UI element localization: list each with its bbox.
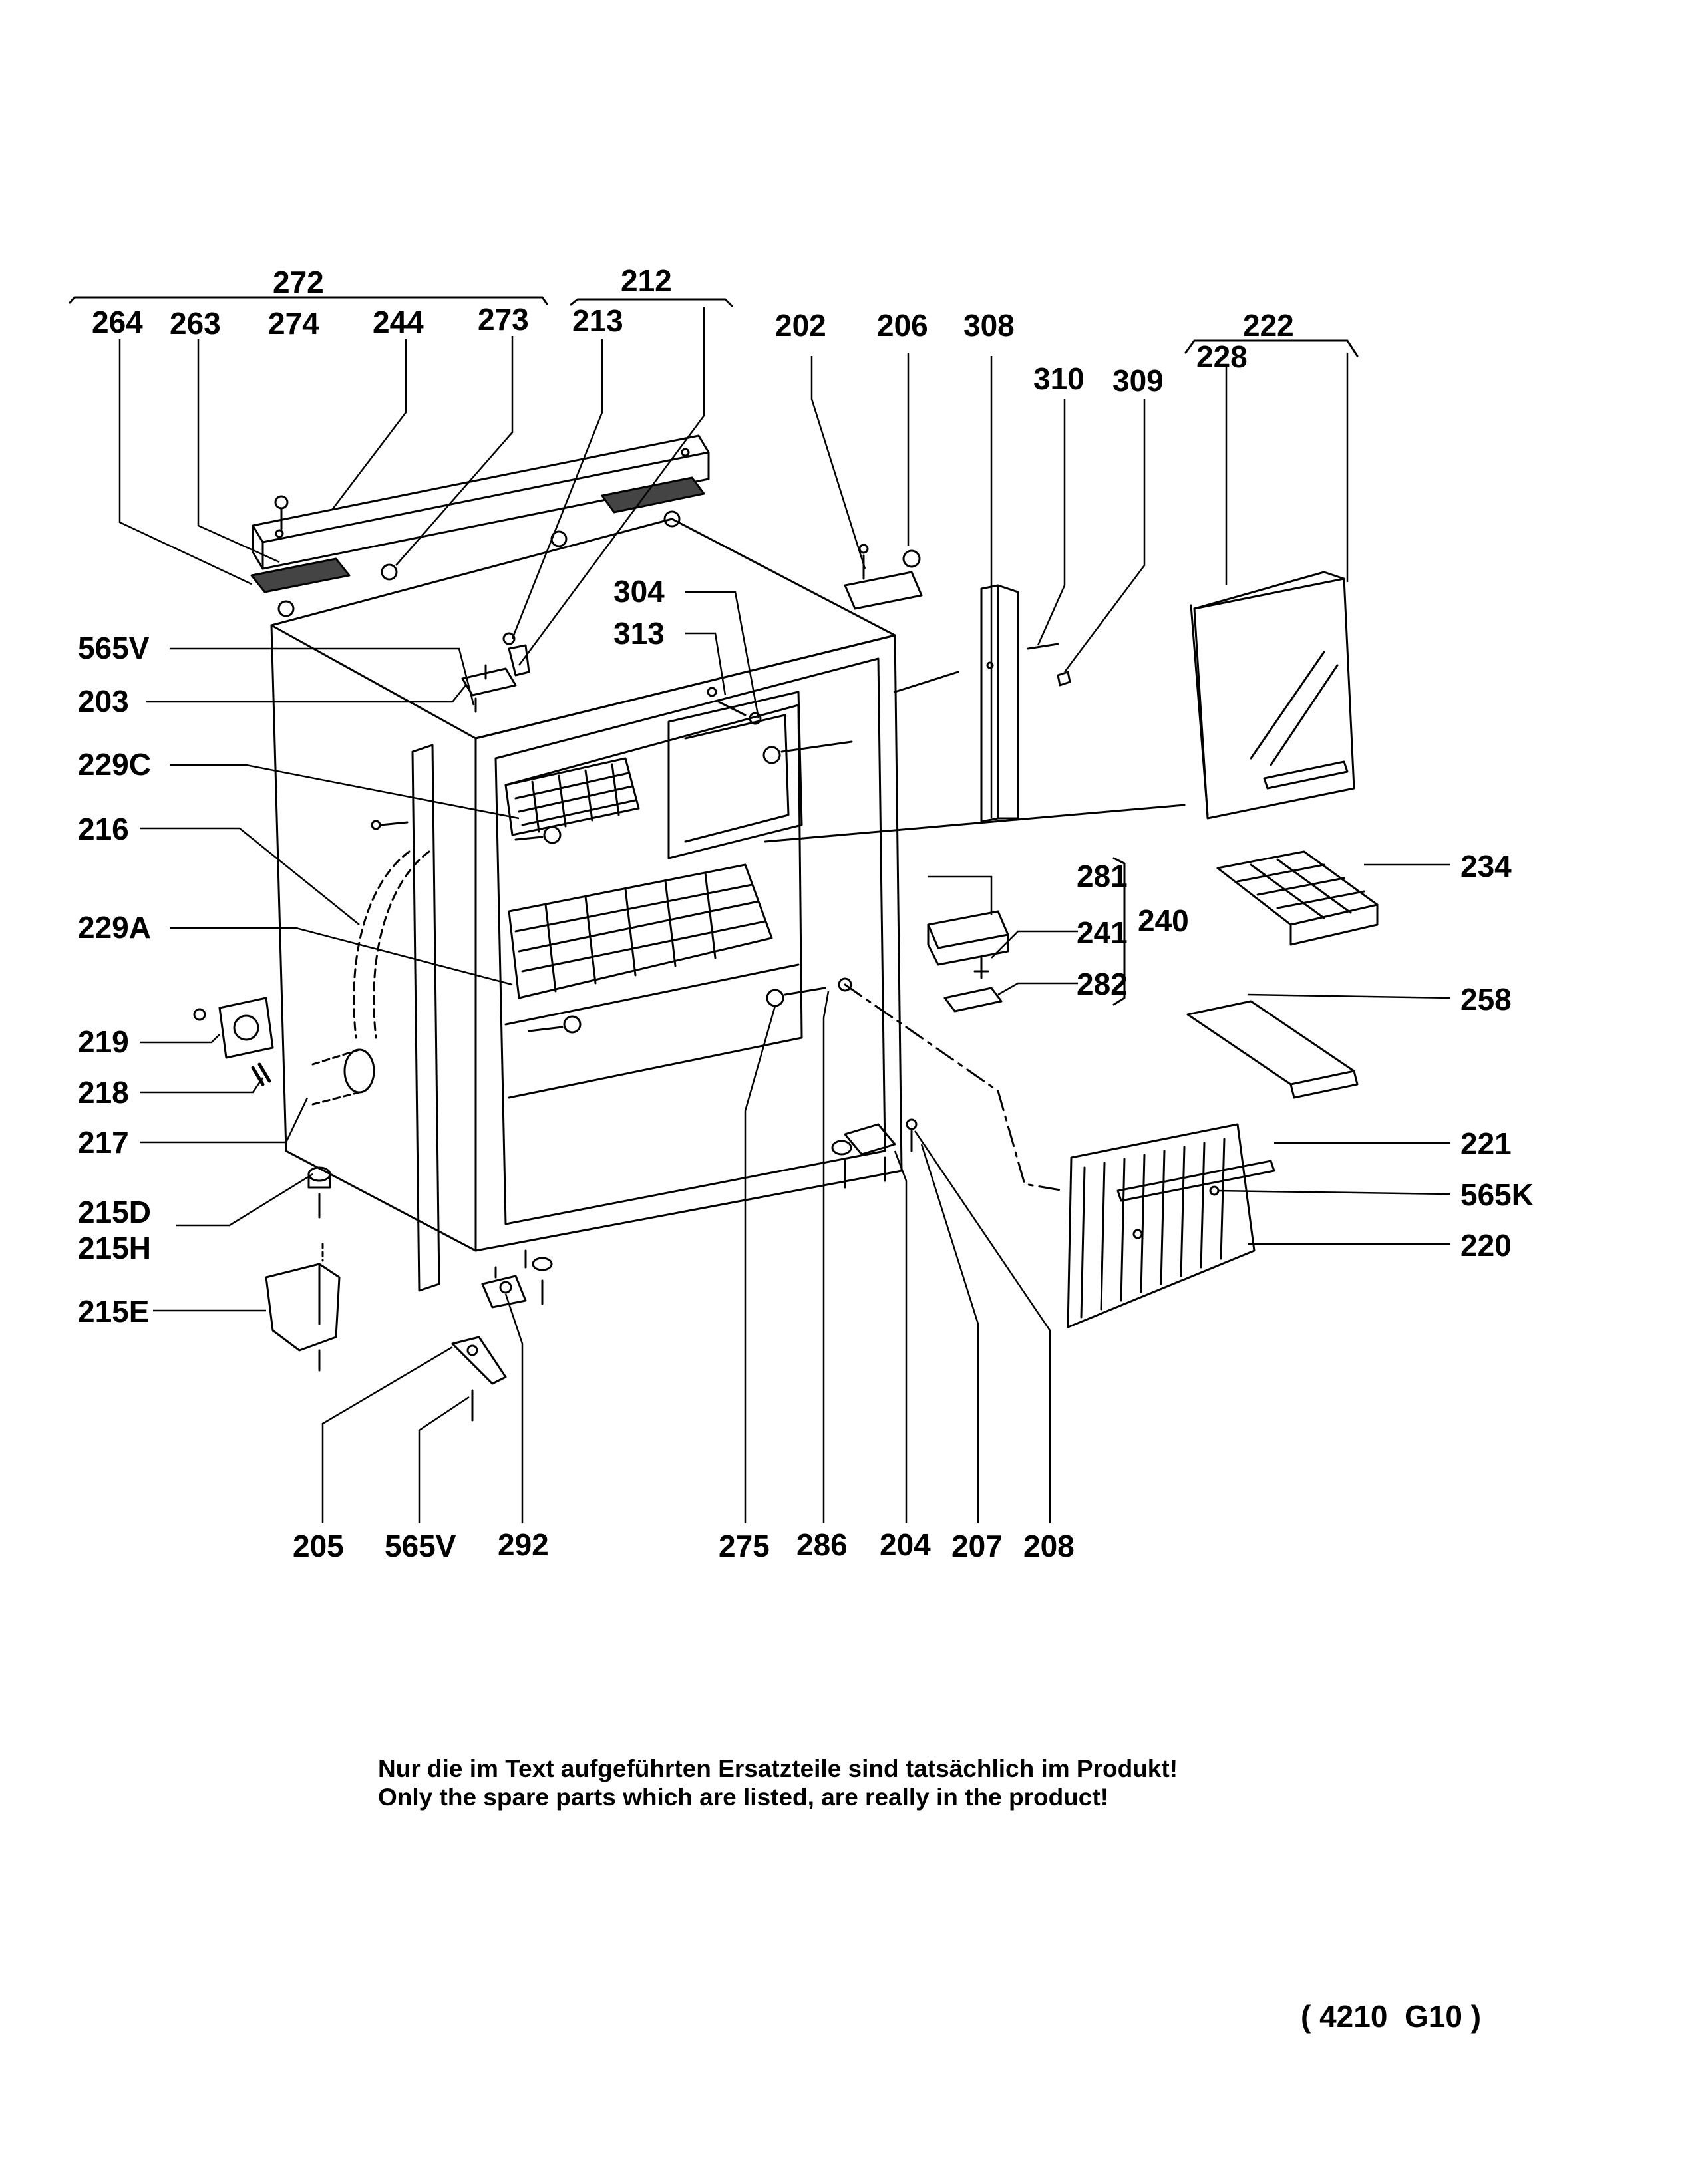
cabinet-body	[270, 518, 903, 1252]
hinge-292	[481, 1249, 553, 1309]
label-313: 313	[613, 616, 665, 651]
label-221: 221	[1460, 1126, 1512, 1161]
hinge-202	[844, 544, 923, 610]
label-205: 205	[293, 1529, 344, 1563]
bracket-222	[1184, 339, 1359, 357]
label-240: 240	[1138, 903, 1189, 938]
foam-pad-212	[601, 476, 705, 514]
label-204: 204	[880, 1527, 931, 1562]
bracket-240	[1112, 857, 1126, 1006]
freezer-door-222	[1190, 571, 1355, 820]
label-215e: 215E	[78, 1294, 149, 1328]
label-215h: 215H	[78, 1231, 151, 1265]
shelf-229a	[508, 863, 773, 999]
label-208: 208	[1023, 1529, 1075, 1563]
drip-tray-258	[1186, 1000, 1359, 1099]
label-282: 282	[1077, 967, 1128, 1001]
shelf-229c	[504, 757, 640, 836]
label-217: 217	[78, 1125, 129, 1160]
label-215d: 215D	[78, 1195, 151, 1229]
label-241: 241	[1077, 915, 1128, 950]
label-219: 219	[78, 1024, 129, 1059]
label-220: 220	[1460, 1228, 1512, 1263]
pipe-217	[311, 1048, 375, 1106]
label-565k: 565K	[1460, 1177, 1534, 1212]
label-309: 309	[1112, 363, 1164, 398]
nut-273	[381, 563, 398, 581]
label-216: 216	[78, 812, 129, 846]
label-273: 273	[478, 302, 529, 337]
label-234: 234	[1460, 849, 1512, 883]
door-strip	[411, 744, 440, 1292]
foot-215d	[307, 1166, 331, 1219]
cooling-fins-220	[1067, 1123, 1275, 1328]
profile-308	[980, 584, 1071, 823]
bracket-219	[193, 997, 274, 1086]
label-281: 281	[1077, 859, 1128, 893]
label-213: 213	[572, 303, 623, 338]
hinge-204	[831, 1118, 918, 1189]
label-565v-bottom: 565V	[385, 1529, 456, 1563]
hinge-205	[451, 1336, 507, 1422]
label-222: 222	[1243, 308, 1294, 343]
label-244: 244	[373, 305, 424, 339]
note-german: Nur die im Text aufgeführten Ersatzteile…	[378, 1755, 1178, 1782]
bracket-212	[570, 298, 733, 307]
foam-pad-264	[250, 557, 351, 593]
label-218: 218	[78, 1075, 129, 1110]
lamp-housing-281	[927, 910, 1009, 966]
label-229c: 229C	[78, 747, 151, 782]
label-202: 202	[775, 308, 826, 343]
label-286: 286	[796, 1527, 848, 1562]
label-272: 272	[273, 265, 324, 299]
label-292: 292	[498, 1527, 549, 1562]
label-258: 258	[1460, 982, 1512, 1016]
shelf-stud-275	[766, 989, 784, 1007]
lens-282	[943, 987, 1003, 1013]
label-304: 304	[613, 574, 665, 609]
bracket-272	[69, 296, 548, 305]
part-labels: 272 212 264 263 274 244 273 213 202 206 …	[78, 263, 1534, 1563]
label-565v-top: 565V	[78, 631, 150, 665]
drain-tube-216	[353, 850, 411, 1039]
label-207: 207	[951, 1529, 1003, 1563]
label-228: 228	[1196, 339, 1248, 374]
ice-tray-234	[1216, 850, 1379, 946]
screw-274	[274, 495, 289, 510]
pin-304	[749, 712, 762, 725]
label-310: 310	[1033, 361, 1085, 396]
label-308: 308	[963, 308, 1015, 343]
label-206: 206	[877, 308, 928, 343]
label-274: 274	[268, 306, 319, 341]
label-203: 203	[78, 684, 129, 718]
label-229a: 229A	[78, 910, 151, 945]
label-275: 275	[719, 1529, 770, 1563]
label-263: 263	[170, 306, 221, 341]
label-264: 264	[92, 305, 143, 339]
note-english: Only the spare parts which are listed, a…	[378, 1784, 1108, 1811]
label-212: 212	[621, 263, 672, 298]
bulb-241	[973, 957, 989, 979]
drawing-code: ( 4210 G10 )	[1301, 1999, 1482, 2034]
foot-215e	[265, 1243, 341, 1372]
